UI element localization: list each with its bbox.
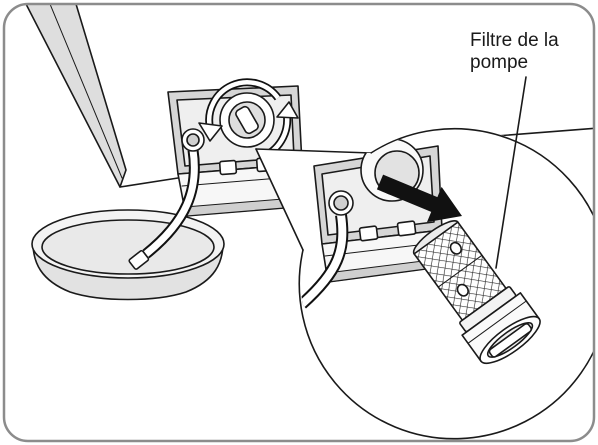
filter-label-line-2: pompe	[470, 52, 528, 73]
zoom-hatch-tab	[397, 221, 415, 236]
filter-cap	[220, 93, 274, 147]
zoom-hose-outlet-inner	[334, 196, 348, 210]
drain-pan-inside	[42, 220, 214, 274]
zoom-hatch-tab	[359, 226, 377, 241]
drain-hose-outlet-inner	[187, 134, 199, 146]
drain-pan	[32, 210, 224, 300]
hatch-tab	[220, 160, 237, 174]
filter-label-line-1: Filtre de la	[470, 30, 559, 51]
